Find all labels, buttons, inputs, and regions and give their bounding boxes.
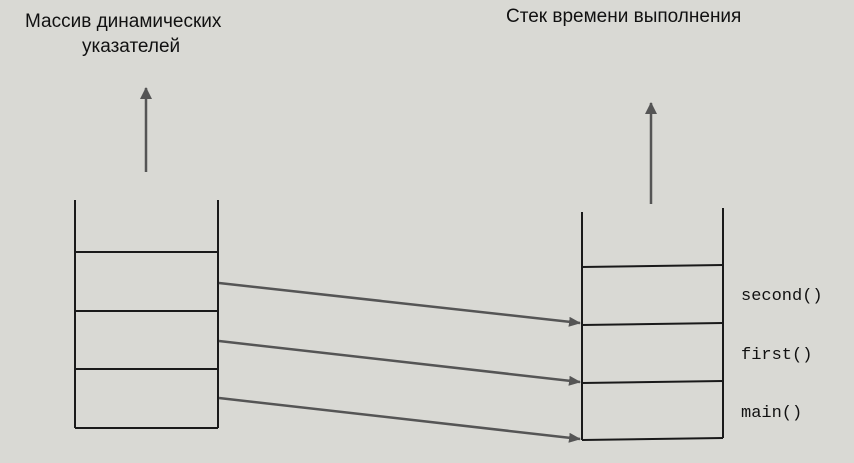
pointer-arrow-main [218, 396, 581, 443]
right-title: Стек времени выполнения [506, 6, 741, 27]
dynamic-pointer-array [74, 200, 219, 429]
frame-label-main: main() [741, 404, 802, 423]
stack-bottom [581, 437, 724, 441]
stack-divider [581, 380, 724, 384]
pointer-arrow-second [218, 281, 581, 327]
stack-divider [581, 322, 724, 326]
pointer-arrow-first [218, 339, 581, 386]
frame-label-first: first() [741, 346, 812, 365]
frame-label-second: second() [741, 287, 823, 306]
left-title-line1: Массив динамических [25, 11, 222, 32]
left-title-line2: указателей [82, 36, 180, 57]
stack-divider [581, 264, 724, 268]
runtime-stack [581, 208, 724, 441]
